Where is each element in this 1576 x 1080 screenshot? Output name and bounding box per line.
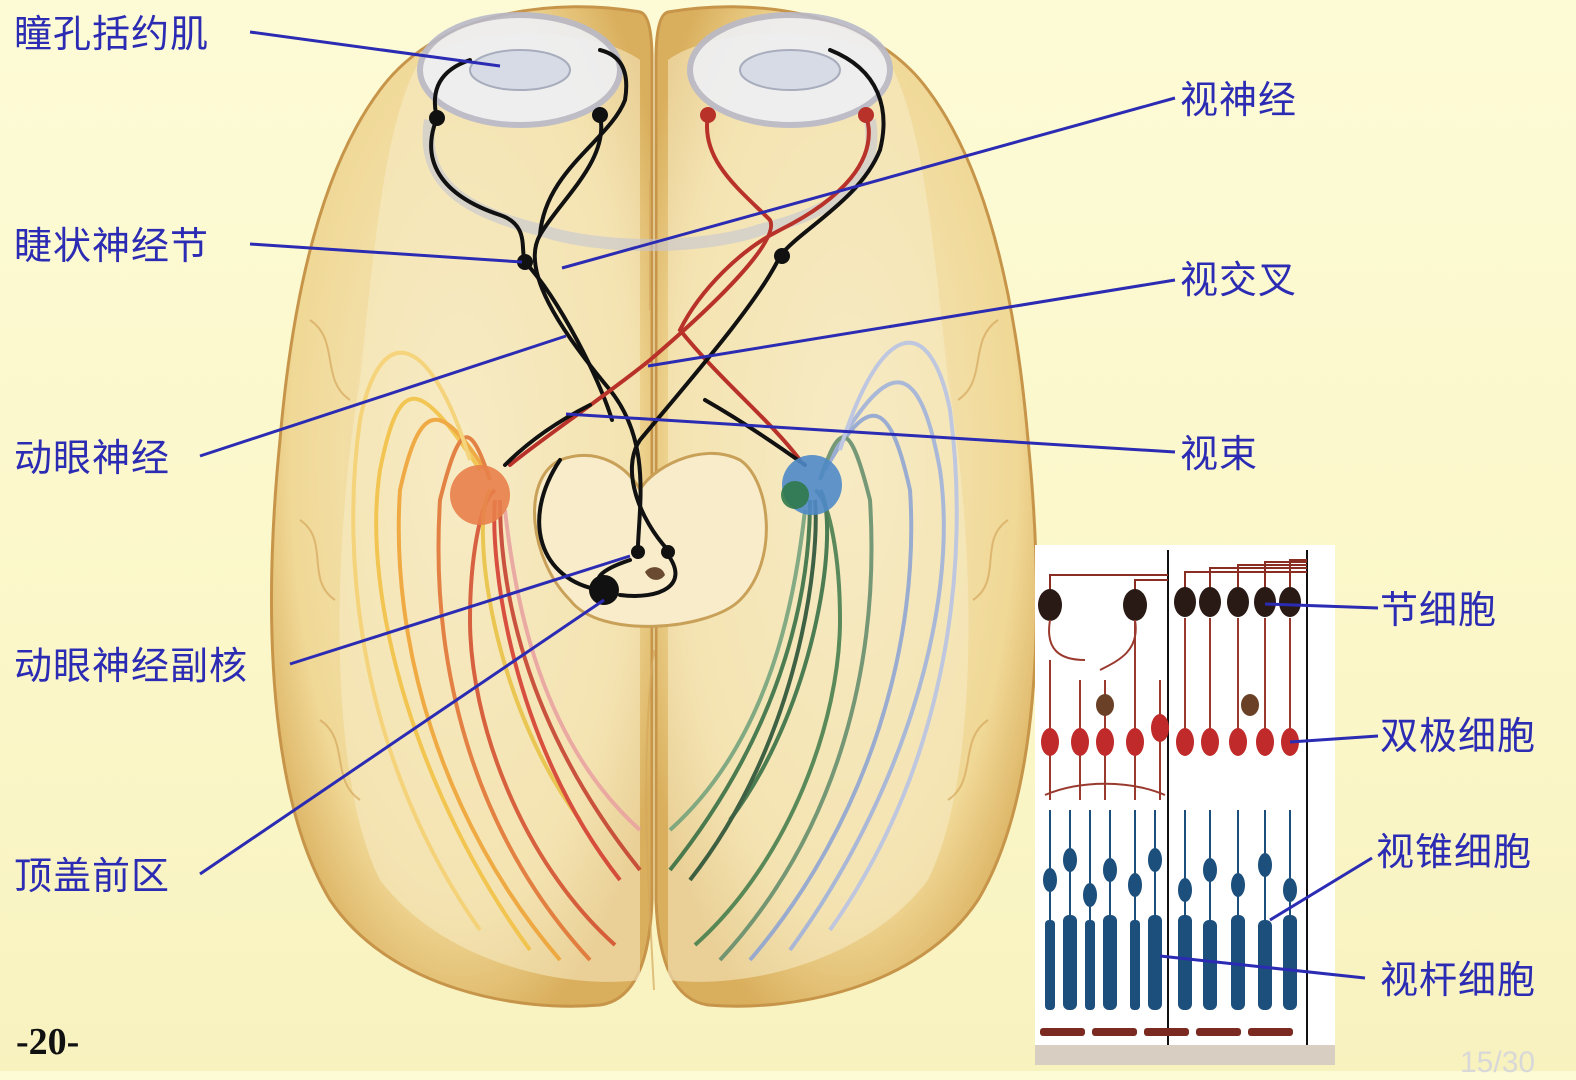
rod-cone-layer <box>1045 915 1297 1010</box>
right-eye-red <box>508 113 774 467</box>
page-number: -20- <box>16 1021 80 1063</box>
right-retina-node-inner <box>700 107 716 123</box>
pretectal-node <box>589 575 619 605</box>
label-ciliary-ganglion: 睫状神经节 <box>14 224 210 268</box>
right-retina-node-outer <box>858 107 874 123</box>
leader-rod-cells <box>1159 954 1366 980</box>
label-pretectal-area: 顶盖前区 <box>14 854 171 898</box>
bipolar-cell-layer <box>1041 714 1299 756</box>
cerebral-aqueduct <box>645 567 665 580</box>
leader-ganglion-cells <box>1264 602 1379 610</box>
leader-optic-nerve <box>561 96 1176 270</box>
leader-bipolar-cells <box>1289 734 1379 744</box>
ciliary-ganglion-left <box>517 254 533 270</box>
label-optic-nerve: 视神经 <box>1180 78 1298 122</box>
label-rod-cells: 视杆细胞 <box>1380 958 1537 1002</box>
leader-pretectal <box>199 598 605 876</box>
ciliary-ganglion-right <box>774 248 790 264</box>
leader-cone-cells <box>1269 856 1373 922</box>
accessory-nucleus-node-a <box>631 545 645 559</box>
ganglion-cell-layer <box>1038 587 1301 621</box>
right-optic-tract <box>703 398 807 467</box>
visual-pathways <box>429 48 886 598</box>
leader-lines <box>199 30 1379 980</box>
brain-illustration <box>270 5 1038 1008</box>
pigment-epithelium <box>1040 1028 1293 1036</box>
slide-counter: 15/30 <box>1460 1046 1536 1079</box>
label-pupil-sphincter: 瞳孔括约肌 <box>14 12 210 56</box>
optic-radiation-right <box>668 340 959 962</box>
leader-optic-tract <box>565 412 1176 454</box>
label-bipolar-cells: 双极细胞 <box>1380 714 1537 758</box>
label-optic-chiasm: 视交叉 <box>1180 258 1298 302</box>
leader-pupil-sphincter <box>249 30 501 68</box>
accessory-nucleus-node-b <box>661 545 675 559</box>
photoreceptor-nuclei <box>1043 848 1297 907</box>
leader-accessory-nucleus <box>289 554 631 666</box>
left-optic-tract <box>503 403 592 467</box>
nerve-nodes <box>429 107 874 605</box>
left-retina-node-outer <box>429 110 445 126</box>
label-cone-cells: 视锥细胞 <box>1376 830 1533 874</box>
retina-inset <box>1035 545 1335 1065</box>
leader-ciliary-ganglion <box>249 242 523 264</box>
left-eye-loop <box>532 113 643 547</box>
midbrain <box>533 451 768 628</box>
left-lgn <box>450 465 510 525</box>
left-retina-node-inner <box>592 107 608 123</box>
leader-oculomotor <box>199 334 567 458</box>
label-optic-tract: 视束 <box>1180 432 1259 476</box>
label-oculomotor-nerve: 动眼神经 <box>14 436 171 480</box>
leader-optic-chiasm <box>647 278 1176 368</box>
label-ganglion-cells: 节细胞 <box>1380 588 1498 632</box>
label-accessory-nucleus: 动眼神经副核 <box>14 644 249 688</box>
